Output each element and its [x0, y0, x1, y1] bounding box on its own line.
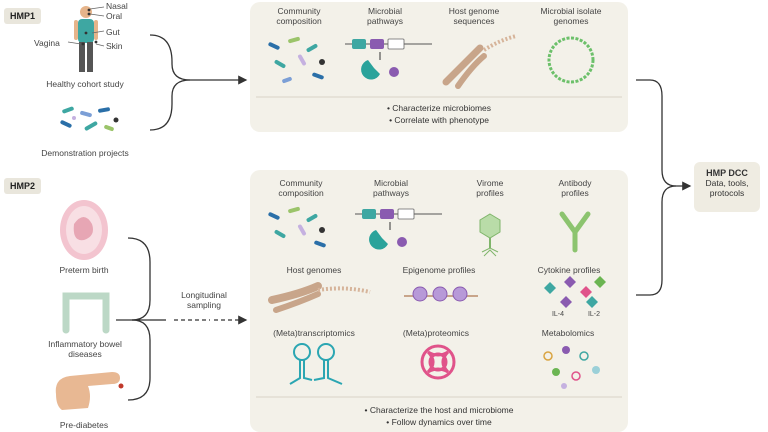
body-site-gut: Gut	[106, 27, 120, 37]
cytokine-il2: IL-2	[587, 311, 601, 318]
hmp2-tag: HMP2	[4, 178, 42, 194]
hmp1-data-panel	[250, 2, 628, 132]
rna-hairpin-icon	[289, 343, 343, 385]
hmp2-type-community: Community composition	[278, 178, 324, 198]
uterus-fetus-icon	[60, 200, 108, 260]
hmp2-type-virome: Virome profiles	[476, 178, 504, 198]
chromosome-icon	[442, 34, 517, 89]
dcc-line-1: Data, tools,	[705, 178, 749, 188]
microbes-icon	[60, 106, 119, 132]
microbial-pathways-2-icon	[355, 208, 442, 250]
cohort-preterm-birth: Preterm birth	[59, 265, 109, 275]
hmp1-tag: HMP1	[4, 8, 42, 24]
hmp2-type-antibody: Antibody profiles	[558, 178, 592, 198]
virus-icon	[479, 213, 501, 257]
dcc-title: HMP DCC	[706, 168, 748, 178]
epigenome-icon	[404, 286, 478, 302]
genome-ring-icon	[547, 36, 595, 84]
intestine-icon	[62, 292, 110, 334]
host-chromosome-icon	[268, 282, 371, 313]
antibody-icon	[559, 211, 591, 253]
community-composition-2-icon	[268, 206, 326, 248]
hmp2-type-cytokine: Cytokine profiles	[537, 265, 601, 275]
hmp2-type-proteomics: (Meta)proteomics	[402, 328, 470, 338]
hmp1-type-isolate-genomes: Microbial isolate genomes	[540, 6, 602, 26]
cohort-pre-diabetes: Pre-diabetes	[59, 420, 109, 430]
hmp-dcc-box: HMP DCC Data, tools, protocols	[694, 162, 760, 212]
body-site-nasal: Nasal	[106, 1, 128, 11]
hmp1-type-pathways: Microbial pathways	[367, 6, 403, 26]
body-site-skin: Skin	[106, 41, 123, 51]
dcc-line-2: protocols	[709, 188, 745, 198]
hmp2-type-transcriptomics: (Meta)transcriptomics	[273, 328, 355, 338]
source-healthy-cohort: Healthy cohort study	[46, 79, 124, 89]
protein-icon	[420, 344, 456, 380]
source-demonstration-projects: Demonstration projects	[41, 148, 129, 158]
finger-prick-icon	[55, 372, 124, 410]
cytokines-icon	[544, 276, 606, 308]
hmp2-type-epigenome: Epigenome profiles	[402, 265, 476, 275]
hmp2-type-metabolomics: Metabolomics	[541, 328, 595, 338]
cytokine-il4: IL-4	[551, 311, 565, 318]
cohort-ibd: Inflammatory bowel diseases	[48, 339, 122, 359]
hmp2-bullet-2: • Follow dynamics over time	[386, 417, 492, 427]
community-composition-icon	[268, 36, 325, 84]
body-site-vagina: Vagina	[34, 38, 60, 48]
human-figure-icon	[74, 6, 98, 72]
hmp2-type-host-genomes: Host genomes	[286, 265, 342, 275]
hmp1-type-community: Community composition	[276, 6, 322, 26]
hmp2-bullet-1: • Characterize the host and microbiome	[364, 405, 514, 415]
hmp1-bullet-2: • Correlate with phenotype	[389, 115, 489, 125]
hmp2-type-pathways: Microbial pathways	[373, 178, 409, 198]
longitudinal-sampling-label: Longitudinal sampling	[181, 290, 227, 310]
microbial-pathways-icon	[345, 38, 432, 80]
metabolites-icon	[543, 346, 600, 389]
hmp1-type-host-genome: Host genome sequences	[448, 6, 500, 26]
body-site-oral: Oral	[106, 11, 123, 21]
hmp1-bullet-1: • Characterize microbiomes	[386, 103, 492, 113]
